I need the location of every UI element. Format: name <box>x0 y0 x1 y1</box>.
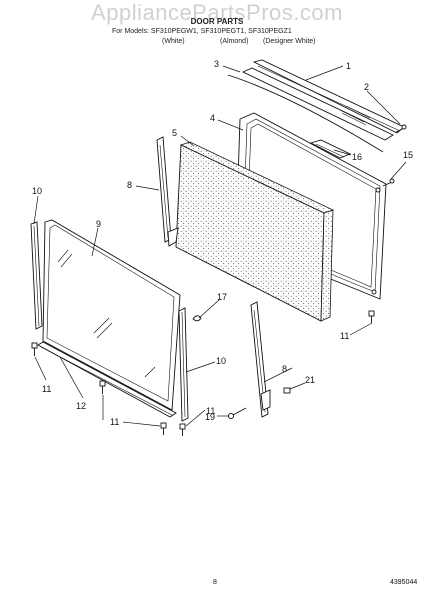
screw-part-11-frame <box>368 310 375 323</box>
callout-3: 3 <box>214 59 219 69</box>
glass-panel-part <box>42 219 181 411</box>
screw-part-11-bottom <box>160 422 167 435</box>
side-channel-right-part <box>178 307 189 422</box>
door-handle-part <box>227 74 384 153</box>
callout-5: 5 <box>172 128 177 138</box>
color-white-label: (White) <box>162 38 185 45</box>
callout-21: 21 <box>305 375 315 385</box>
color-almond-label: (Almond) <box>220 38 249 45</box>
callout-11-right-channel: 11 <box>206 406 215 416</box>
callout-10-right: 10 <box>216 356 226 366</box>
callout-11-bottom: 11 <box>110 417 119 427</box>
callout-1: 1 <box>346 61 351 71</box>
screw-part-19 <box>227 407 247 420</box>
callout-15: 15 <box>403 150 413 160</box>
callout-4: 4 <box>210 113 215 123</box>
callout-2: 2 <box>364 82 369 92</box>
page-number: 8 <box>213 579 217 586</box>
leader-lines <box>33 65 407 427</box>
clip-part <box>192 315 202 322</box>
screw-part-2 <box>395 124 407 133</box>
grommet-part <box>283 387 291 394</box>
callout-17: 17 <box>217 292 227 302</box>
hinge-bracket-right-part <box>250 301 271 418</box>
screw-part-11-center <box>99 380 106 394</box>
page-title: DOOR PARTS <box>190 17 244 26</box>
screw-part-11-left <box>31 342 38 356</box>
hinge-bracket-left-part <box>156 136 179 247</box>
insulation-part <box>175 141 335 322</box>
callout-8-left: 8 <box>127 180 132 190</box>
screw-part-11-right-channel <box>179 423 186 436</box>
vent-part <box>309 139 352 159</box>
document-number: 4395044 <box>390 579 418 586</box>
callout-11-left: 11 <box>42 384 51 394</box>
screw-part-15 <box>382 178 395 187</box>
callout-19: 19 <box>205 412 215 422</box>
callout-11-frame: 11 <box>340 331 349 341</box>
callout-12: 12 <box>76 401 86 411</box>
model-numbers: For Models: SF310PEGW1, SF310PEGT1, SF31… <box>112 28 292 35</box>
callout-16: 16 <box>352 152 362 162</box>
callout-9: 9 <box>96 219 101 229</box>
callout-10-left: 10 <box>32 186 42 196</box>
callout-8-right: 8 <box>282 364 287 374</box>
side-channel-left-part <box>30 221 43 330</box>
watermark-text: AppliancePartsPros.com <box>91 0 343 25</box>
color-designer-white-label: (Designer White) <box>263 38 316 45</box>
bottom-channel-part <box>37 341 177 418</box>
